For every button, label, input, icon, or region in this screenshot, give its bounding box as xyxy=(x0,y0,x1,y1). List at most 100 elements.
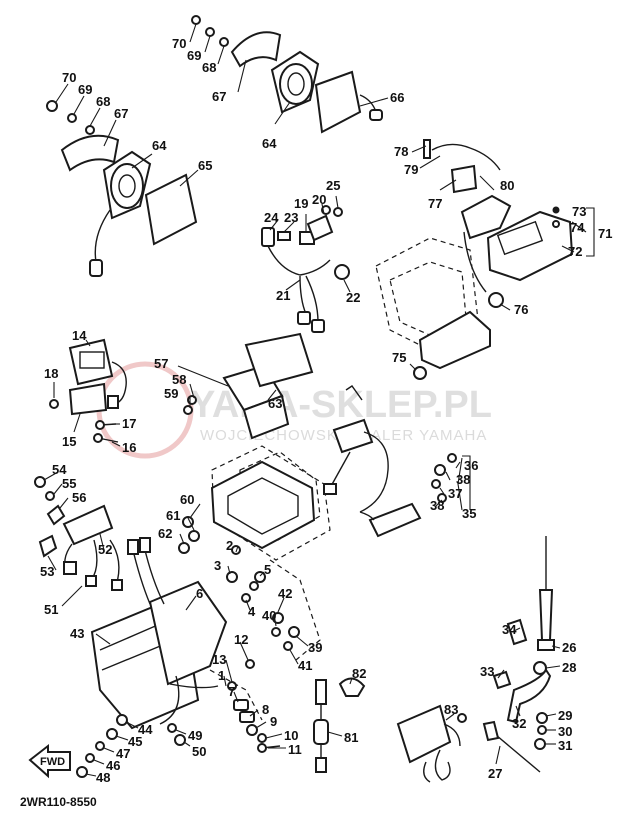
label-70: 70 xyxy=(172,36,186,51)
label-12: 12 xyxy=(234,632,248,647)
label-40: 40 xyxy=(262,608,276,623)
label-58: 58 xyxy=(172,372,186,387)
meter-group xyxy=(375,139,574,380)
label-67: 67 xyxy=(212,89,226,104)
unit-83 xyxy=(396,704,467,783)
label-64: 64 xyxy=(262,136,277,151)
label-5: 5 xyxy=(264,562,271,577)
left-speaker-group xyxy=(46,100,198,277)
label-26: 26 xyxy=(562,640,576,655)
forward-arrow-label: FWD xyxy=(40,756,65,768)
label-10: 10 xyxy=(284,728,298,743)
label-38b: 38 xyxy=(430,498,444,513)
label-38: 38 xyxy=(456,472,470,487)
label-29: 29 xyxy=(558,708,572,723)
label-15: 15 xyxy=(62,434,76,449)
label-16: 16 xyxy=(122,440,136,455)
label-14: 14 xyxy=(72,328,87,343)
drawing-code: 2WR110-8550 xyxy=(20,795,97,809)
label-80: 80 xyxy=(500,178,514,193)
label-72: 72 xyxy=(568,244,582,259)
label-69b: 69 xyxy=(78,82,92,97)
label-65: 65 xyxy=(198,158,212,173)
label-48: 48 xyxy=(96,770,110,785)
label-57: 57 xyxy=(154,356,168,371)
label-23: 23 xyxy=(284,210,298,225)
label-19: 19 xyxy=(294,196,308,211)
label-13: 13 xyxy=(212,652,226,667)
label-52: 52 xyxy=(98,542,112,557)
part-number-labels: 70 69 68 67 64 66 70 69 68 67 64 65 78 7… xyxy=(40,36,612,785)
label-30: 30 xyxy=(558,724,572,739)
label-51: 51 xyxy=(44,602,58,617)
label-36: 36 xyxy=(464,458,478,473)
label-25: 25 xyxy=(326,178,340,193)
label-61: 61 xyxy=(166,508,180,523)
label-56: 56 xyxy=(72,490,86,505)
label-73: 73 xyxy=(572,204,586,219)
label-44: 44 xyxy=(138,722,153,737)
label-8: 8 xyxy=(262,702,269,717)
meter-14-group xyxy=(49,338,127,443)
label-11: 11 xyxy=(288,742,302,757)
label-54: 54 xyxy=(52,462,67,477)
label-31: 31 xyxy=(558,738,572,753)
label-42: 42 xyxy=(278,586,292,601)
label-27: 27 xyxy=(488,766,502,781)
label-50: 50 xyxy=(192,744,206,759)
label-43: 43 xyxy=(70,626,84,641)
label-78: 78 xyxy=(394,144,408,159)
label-37: 37 xyxy=(448,486,462,501)
main-unit-43 xyxy=(90,516,321,730)
central-mount-group xyxy=(183,332,457,561)
label-4: 4 xyxy=(248,604,256,619)
label-82: 82 xyxy=(352,666,366,681)
label-6: 6 xyxy=(196,586,203,601)
label-62: 62 xyxy=(158,526,172,541)
label-24: 24 xyxy=(264,210,279,225)
bracket-35 xyxy=(462,455,471,510)
label-32: 32 xyxy=(512,716,526,731)
bracket-71 xyxy=(586,207,595,257)
label-60: 60 xyxy=(180,492,194,507)
washers-44-50 xyxy=(76,714,186,778)
label-9: 9 xyxy=(270,714,277,729)
label-22: 22 xyxy=(346,290,360,305)
label-64b: 64 xyxy=(152,138,167,153)
wire-harness-21 xyxy=(261,205,350,333)
label-49: 49 xyxy=(188,728,202,743)
fuse-81-group xyxy=(313,677,366,773)
label-33: 33 xyxy=(480,664,494,679)
label-83: 83 xyxy=(444,702,458,717)
label-67b: 67 xyxy=(114,106,128,121)
label-28: 28 xyxy=(562,660,576,675)
label-2: 2 xyxy=(226,538,233,553)
label-68: 68 xyxy=(202,60,216,75)
label-53: 53 xyxy=(40,564,54,579)
label-1: 1 xyxy=(218,668,225,683)
label-79: 79 xyxy=(404,162,418,177)
label-76: 76 xyxy=(514,302,528,317)
label-20: 20 xyxy=(312,192,326,207)
label-17: 17 xyxy=(122,416,136,431)
label-41: 41 xyxy=(298,658,312,673)
label-59: 59 xyxy=(164,386,178,401)
label-18: 18 xyxy=(44,366,58,381)
label-68b: 68 xyxy=(96,94,110,109)
label-66: 66 xyxy=(390,90,404,105)
label-45: 45 xyxy=(128,734,142,749)
right-speaker-group xyxy=(191,15,383,134)
label-7: 7 xyxy=(228,684,235,699)
label-39: 39 xyxy=(308,640,322,655)
label-47: 47 xyxy=(116,746,130,761)
label-74: 74 xyxy=(570,220,585,235)
label-70b: 70 xyxy=(62,70,76,85)
label-77: 77 xyxy=(428,196,442,211)
label-46: 46 xyxy=(106,758,120,773)
label-55: 55 xyxy=(62,476,76,491)
label-75: 75 xyxy=(392,350,406,365)
leader-lines xyxy=(43,23,587,777)
forward-arrow: FWD xyxy=(28,743,71,779)
